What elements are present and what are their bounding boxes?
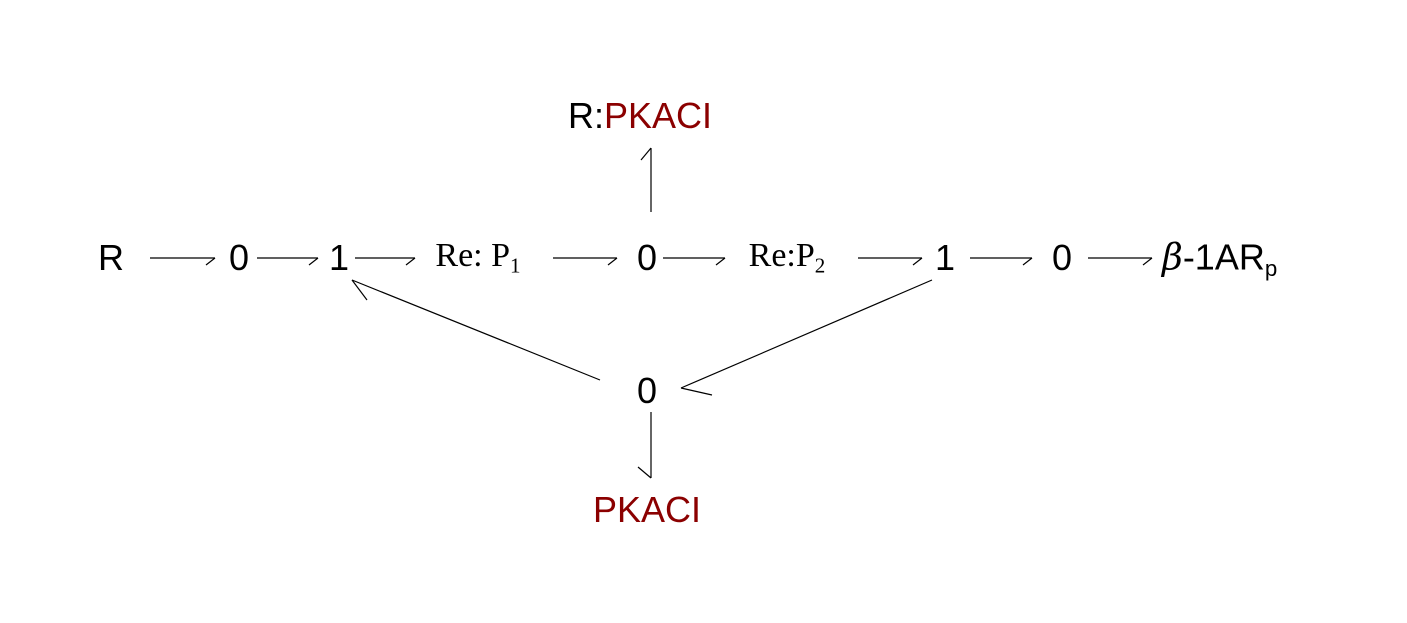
node-re-p2: Re:P2 [748,237,826,276]
re-p1-subscript: 1 [510,253,521,278]
re-p2-subscript: 2 [814,253,826,278]
node-zero-junction-right: 0 [1051,237,1073,278]
bond-lower-0-to-1 [351,279,601,381]
node-one-junction: 1 [328,237,350,278]
node-r: R [98,237,124,278]
node-zero-junction: 0 [228,237,250,278]
r-pkaci-prefix: R: [567,95,604,136]
bond-1-to-lower-0 [680,279,933,396]
re-p1-text: Re: P [435,237,511,274]
bond-0-to-r-pkaci [640,147,652,212]
node-r-pkaci: R:PKACI [568,98,712,134]
bond-0-to-beta [1088,257,1153,266]
re-p2-text: Re:P [748,237,815,274]
node-zero-junction-lower: 0 [636,370,658,411]
bond-0-to-re-p2 [663,257,726,266]
node-one-junction-right: 1 [934,237,956,278]
r-pkaci-species: PKACI [603,95,713,136]
node-beta-1ar-p: β-1ARp [1162,236,1277,280]
bond-r-to-0 [150,257,216,266]
bond-0-to-1 [257,257,319,266]
bond-0-to-pkaci [637,412,652,479]
node-pkaci: PKACI [592,489,702,530]
bond-re-p2-to-1 [858,257,923,266]
bond-re-p1-to-0 [553,257,618,266]
node-zero-junction-center: 0 [636,237,658,278]
bond-1-to-0 [970,257,1033,266]
beta-text: -1AR [1182,236,1265,278]
node-re-p1: Re: P1 [435,237,520,276]
beta-symbol: β [1162,237,1183,279]
bond-1-to-re-p1 [355,257,416,266]
beta-subscript: p [1264,256,1278,282]
